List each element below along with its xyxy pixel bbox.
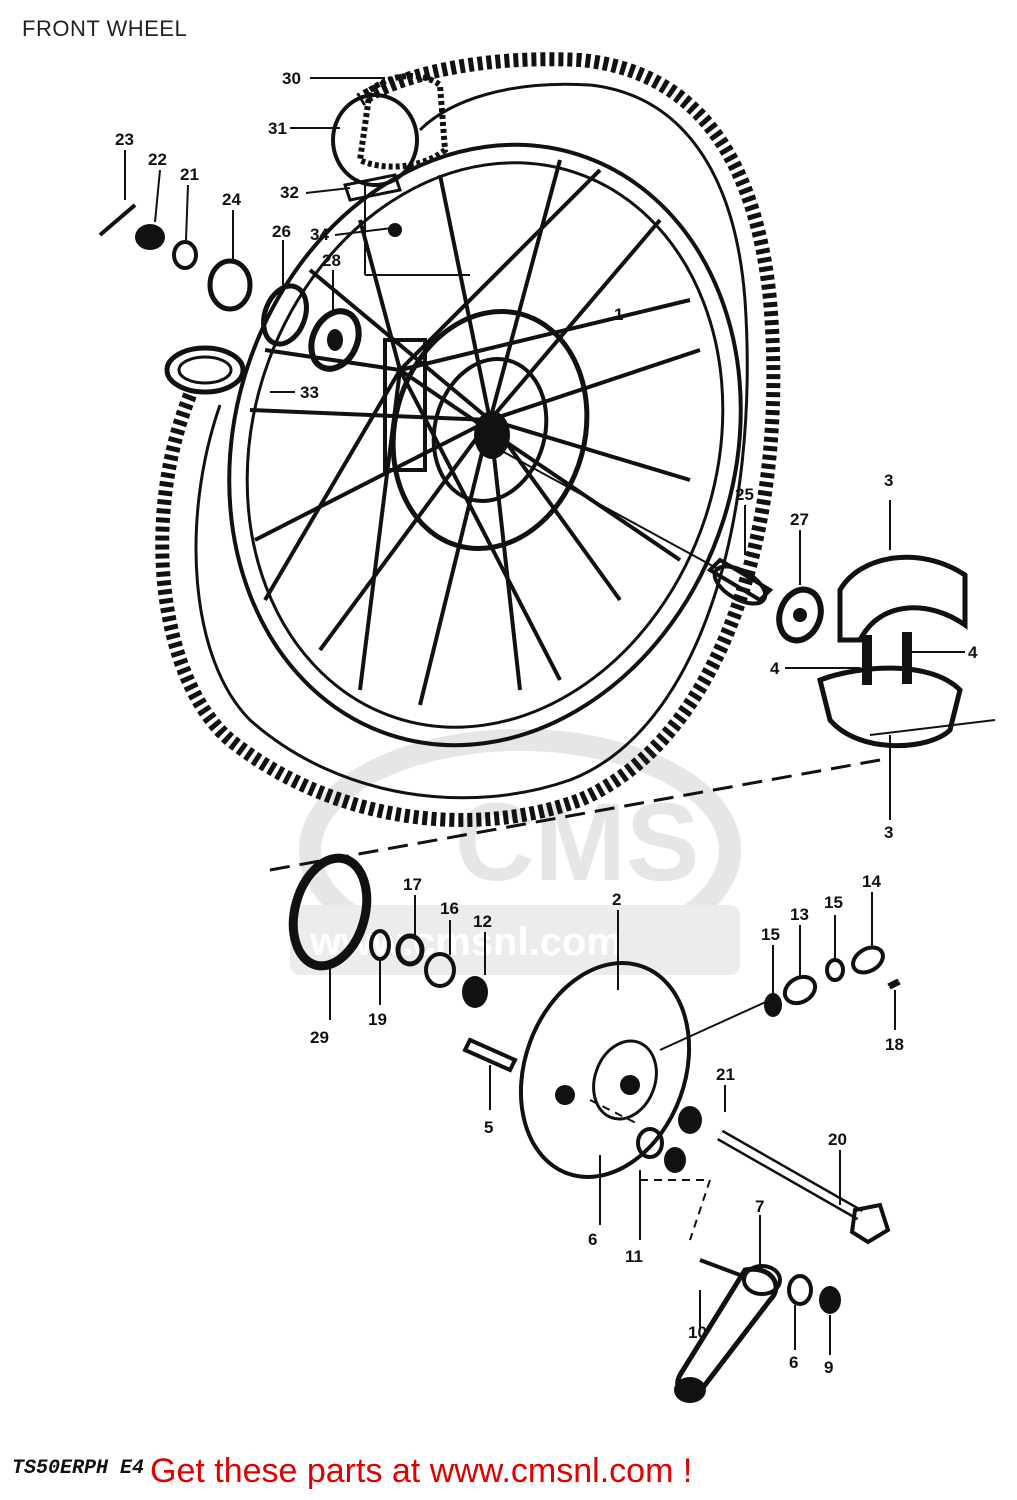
right-axle-parts xyxy=(499,449,824,644)
callout-19: 19 xyxy=(368,1010,387,1029)
axle-assembly xyxy=(589,1099,891,1245)
callout-22: 22 xyxy=(148,150,167,169)
spokes xyxy=(249,159,701,706)
callout-13: 13 xyxy=(790,905,809,924)
callout-25: 25 xyxy=(735,485,754,504)
page-title: FRONT WHEEL xyxy=(22,16,188,41)
callout-labels: 30 31 32 34 23 22 21 24 26 28 33 1 25 27… xyxy=(115,69,978,1377)
callout-21-lower: 21 xyxy=(716,1065,735,1084)
callout-21-upper: 21 xyxy=(180,165,199,184)
section-separator xyxy=(269,758,881,872)
brake-panel xyxy=(518,961,771,1179)
callout-3-lower: 3 xyxy=(884,823,893,842)
callout-24: 24 xyxy=(222,190,241,209)
seal-and-washers xyxy=(288,853,488,1008)
rim-band-and-valve xyxy=(331,72,470,276)
shop-link[interactable]: Get these parts at www.cmsnl.com ! xyxy=(150,1452,693,1490)
callout-23: 23 xyxy=(115,130,134,149)
callout-17: 17 xyxy=(403,875,422,894)
callout-15-left: 15 xyxy=(761,925,780,944)
callout-26: 26 xyxy=(272,222,291,241)
callout-14: 14 xyxy=(862,872,881,891)
callout-34: 34 xyxy=(310,225,329,244)
callout-1: 1 xyxy=(614,305,623,324)
callout-6-lower: 6 xyxy=(789,1353,798,1372)
callout-12: 12 xyxy=(473,912,492,931)
callout-11: 11 xyxy=(625,1247,643,1266)
left-axle-parts xyxy=(98,203,362,372)
callout-6-upper: 6 xyxy=(588,1230,597,1249)
callout-31: 31 xyxy=(268,119,287,138)
callout-28: 28 xyxy=(322,251,341,270)
hub xyxy=(383,309,590,551)
callout-2: 2 xyxy=(612,890,621,909)
callout-27: 27 xyxy=(790,510,809,529)
callout-29: 29 xyxy=(310,1028,329,1047)
callout-33: 33 xyxy=(300,383,319,402)
callout-32: 32 xyxy=(280,183,299,202)
callout-18: 18 xyxy=(885,1035,904,1054)
diagram-code: TS50ERPH E4 xyxy=(12,1457,145,1480)
brake-arm xyxy=(674,1258,841,1403)
callout-15-right: 15 xyxy=(824,893,843,912)
callout-20: 20 xyxy=(828,1130,847,1149)
callout-9: 9 xyxy=(824,1358,833,1377)
callout-5: 5 xyxy=(484,1118,493,1137)
callout-3-upper: 3 xyxy=(884,471,893,490)
callout-10: 10 xyxy=(688,1323,707,1342)
callout-16: 16 xyxy=(440,899,459,918)
brake-shoes xyxy=(817,500,996,820)
callout-7: 7 xyxy=(755,1197,764,1216)
leader-lines xyxy=(124,77,965,1355)
callout-30: 30 xyxy=(282,69,301,88)
rim xyxy=(227,142,743,748)
callout-4-left: 4 xyxy=(770,659,780,678)
tire xyxy=(155,52,781,827)
callout-4-right: 4 xyxy=(968,643,978,662)
